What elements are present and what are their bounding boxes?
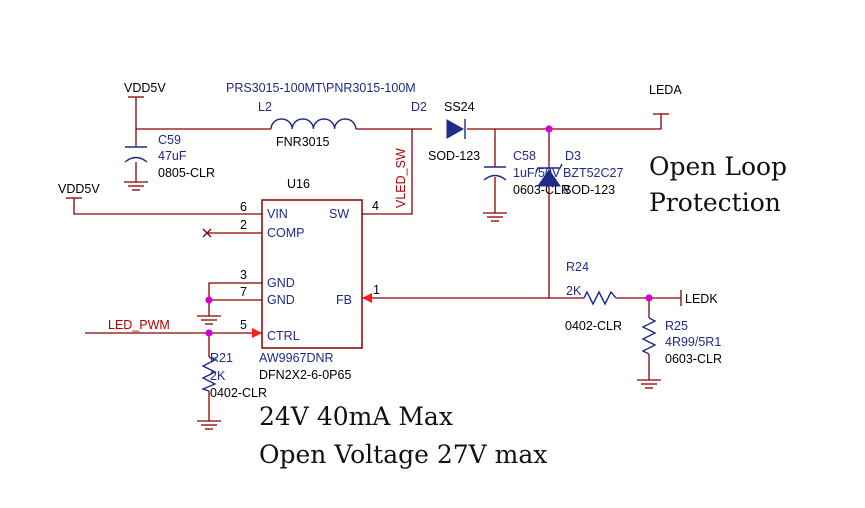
u16-package-label: DFN2X2-6-0P65	[259, 368, 351, 382]
power-port-vdd-left: VDD5V	[58, 182, 100, 199]
pin-comp-name: COMP	[267, 226, 305, 240]
r24-value-label: 2K	[566, 284, 582, 298]
ground-symbol-c59	[124, 181, 148, 191]
pin-gnd2-name: GND	[267, 293, 295, 307]
c59-ref-label: C59	[158, 133, 181, 147]
note-spec-voltage: Open Voltage 27V max	[259, 440, 547, 469]
pin-vin-name: VIN	[267, 207, 288, 221]
power-port-vdd-top: VDD5V	[124, 81, 166, 112]
junction-gnd-node	[205, 296, 213, 304]
fb-input-arrow	[362, 293, 372, 303]
r21-value-label: 2K	[210, 369, 226, 383]
c59-package-label: 0805-CLR	[158, 166, 215, 180]
ground-symbol-r21	[197, 420, 221, 430]
pin-comp-number: 2	[240, 218, 247, 232]
ground-symbol-c58	[483, 212, 507, 222]
ctrl-input-arrow	[252, 328, 262, 338]
pin-gnd2-number: 7	[240, 285, 247, 299]
capacitor-c58: C58 1uF/50V 0603-CLR	[483, 149, 570, 197]
capacitor-c59: C59 47uF 0805-CLR	[124, 133, 215, 180]
inductor-l2: PRS3015-100MT\PNR3015-100M L2 FNR3015	[226, 81, 416, 149]
c59-value-label: 47uF	[158, 149, 187, 163]
c58-ref-label: C58	[513, 149, 536, 163]
note-spec-current: 24V 40mA Max	[259, 402, 453, 431]
pin-ctrl-name: CTRL	[267, 329, 300, 343]
power-port-ledk: LEDK	[680, 290, 718, 306]
junctions	[205, 125, 653, 337]
ground-symbol-u16	[197, 315, 221, 325]
u16-ref-label: U16	[287, 177, 310, 191]
ledk-label: LEDK	[685, 292, 718, 306]
pin-sw-number: 4	[372, 199, 379, 213]
r24-package-label: 0402-CLR	[565, 319, 622, 333]
r21-ref-label: R21	[210, 351, 233, 365]
inductor-value-label: FNR3015	[276, 135, 330, 149]
note-protection: Protection	[649, 188, 781, 217]
vdd-left-label: VDD5V	[58, 182, 100, 196]
inductor-ref-label: L2	[258, 100, 272, 114]
zener-d3: D3 BZT52C27 SOD-123	[535, 149, 623, 197]
pin-ctrl-number: 5	[240, 318, 247, 332]
r25-value-label: 4R99/5R1	[665, 335, 721, 349]
ic-u16: U16 AW9967DNR DFN2X2-6-0P65 6 VIN 2 COMP…	[240, 177, 387, 382]
vled-sw-net-label: VLED_SW	[394, 148, 408, 208]
power-port-leda: LEDA	[649, 83, 682, 115]
junction-ctrl-node	[205, 329, 213, 337]
junction-ledk-node	[645, 294, 653, 302]
no-connect-marker	[202, 228, 212, 238]
led-pwm-net-label: LED_PWM	[108, 318, 170, 332]
diode-d2-ref-label: D2	[411, 100, 427, 114]
pin-gnd1-number: 3	[240, 268, 247, 282]
u16-part-label: AW9967DNR	[259, 351, 334, 365]
pin-sw-name: SW	[329, 207, 349, 221]
diode-d2-part-label: SS24	[444, 100, 475, 114]
r24-ref-label: R24	[566, 260, 589, 274]
r25-ref-label: R25	[665, 319, 688, 333]
r25-package-label: 0603-CLR	[665, 352, 722, 366]
diode-d2: D2 SS24 SOD-123	[411, 100, 480, 163]
pin-fb-name: FB	[336, 293, 352, 307]
ground-symbol-r25	[637, 379, 661, 389]
resistor-r21: R21 2K 0402-CLR	[201, 351, 267, 400]
vdd-top-label: VDD5V	[124, 81, 166, 95]
r21-package-label: 0402-CLR	[210, 386, 267, 400]
ic-u16-body	[261, 199, 363, 349]
junction-leda-node	[545, 125, 553, 133]
wires	[73, 112, 681, 421]
note-open-loop: Open Loop	[649, 152, 787, 181]
d3-part-label: BZT52C27	[563, 166, 623, 180]
diode-d2-package-label: SOD-123	[428, 149, 480, 163]
d3-ref-label: D3	[565, 149, 581, 163]
resistor-r25: R25 4R99/5R1 0603-CLR	[641, 317, 722, 366]
pin-vin-number: 6	[240, 200, 247, 214]
inductor-part-label: PRS3015-100MT\PNR3015-100M	[226, 81, 416, 95]
resistor-r24: R24 2K 0402-CLR	[565, 260, 622, 333]
leda-label: LEDA	[649, 83, 682, 97]
pin-fb-number: 1	[373, 283, 380, 297]
pin-gnd1-name: GND	[267, 276, 295, 290]
d3-package-label: SOD-123	[563, 183, 615, 197]
